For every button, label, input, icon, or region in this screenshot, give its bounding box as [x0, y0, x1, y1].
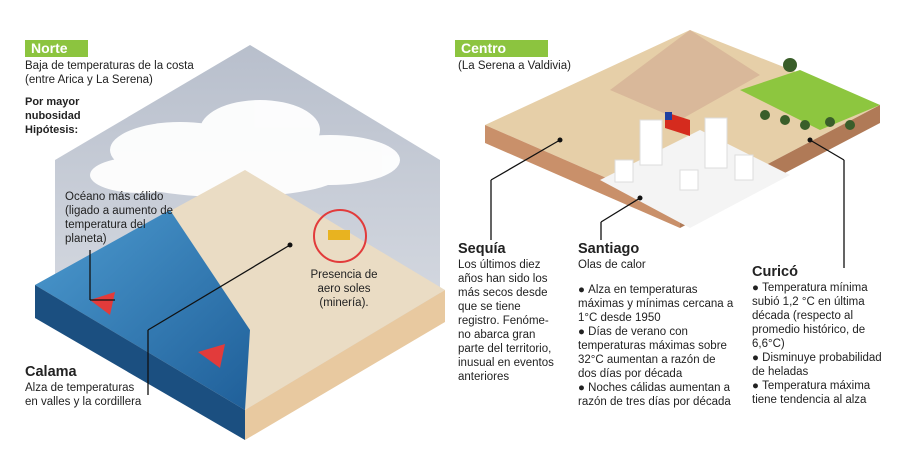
norte-subtitle: Baja de temperaturas de la costa (entre …: [25, 59, 194, 87]
centro-tag: Centro: [455, 40, 548, 57]
text-line: Santiago: [578, 241, 640, 257]
text-line: (entre Arica y La Serena): [25, 74, 153, 86]
sea-side: [35, 285, 245, 440]
curico-list: Temperatura mínima subió 1,2 °C en últim…: [752, 281, 892, 407]
text-line: Baja de temperaturas de la costa: [25, 60, 194, 72]
text-line: parte del territorio,: [458, 343, 552, 355]
sequia-section: Sequía Los últimos diez años han sido los…: [458, 241, 573, 384]
side-left: [485, 125, 680, 228]
text-line: planeta): [65, 233, 107, 245]
clouds: [90, 100, 400, 197]
mine-highlight-icon: [313, 209, 367, 263]
sea-top: [35, 210, 250, 410]
warm-arrow-icon: [198, 344, 225, 368]
curico-section: Curicó Temperatura mínima subió 1,2 °C e…: [752, 264, 892, 407]
text-line: Sequía: [458, 241, 506, 257]
trees: [760, 58, 855, 130]
grass-field: [740, 70, 880, 130]
text-line: (ligado a aumento de: [65, 205, 174, 217]
text-line: registro. Fenóme-: [458, 315, 549, 327]
list-item: Días de verano con temperaturas máximas …: [578, 325, 736, 381]
text-line: años han sido los: [458, 273, 548, 285]
text-line: Curicó: [752, 264, 798, 280]
text-line: Presencia de: [310, 269, 378, 281]
text-line: nubosidad: [25, 110, 81, 122]
list-item: Noches cálidas aumentan a razón de tres …: [578, 381, 736, 409]
text-line: inusual en eventos: [458, 357, 554, 369]
norte-hypothesis: Por mayor nubosidad Hipótesis:: [25, 95, 81, 137]
centro-subtitle: (La Serena a Valdivia): [458, 60, 571, 72]
warm-arrow-icon: [90, 292, 115, 315]
santiago-section: Santiago Olas de calor Alza en temperatu…: [578, 241, 736, 409]
list-item: Temperatura mínima subió 1,2 °C en últim…: [752, 281, 892, 351]
text-line: Alza de temperaturas: [25, 382, 135, 394]
land-side: [245, 290, 445, 440]
text-line: Por mayor: [25, 96, 80, 108]
list-item: Alza en temperaturas máximas y mínimas c…: [578, 283, 736, 325]
norte-tag: Norte: [25, 40, 88, 57]
mining-truck-icon: [328, 230, 350, 240]
list-item: Temperatura máxima tiene tendencia al al…: [752, 379, 892, 407]
aerosol-note: Presencia de aero soles (minería).: [308, 268, 380, 310]
text-line: Océano más cálido: [65, 191, 164, 203]
text-line: no abarca gran: [458, 329, 536, 341]
text-line: en valles y la cordillera: [25, 396, 142, 408]
ocean-note: Océano más cálido (ligado a aumento de tem…: [65, 190, 173, 246]
santiago-list: Alza en temperaturas máximas y mínimas c…: [578, 283, 736, 409]
text-line: más secos desde: [458, 287, 548, 299]
text-line: que se tiene: [458, 301, 521, 313]
text-line: Olas de calor: [578, 259, 646, 271]
text-line: (minería).: [319, 297, 369, 309]
norte-block: [35, 45, 445, 440]
calama-section: Calama Alza de temperaturas en valles y l…: [25, 364, 141, 409]
text-line: Calama: [25, 364, 77, 380]
mountain: [610, 30, 760, 120]
text-line: anteriores: [458, 371, 510, 383]
text-line: Hipótesis:: [25, 124, 79, 136]
text-line: Los últimos diez: [458, 259, 541, 271]
list-item: Disminuye probabilidad de heladas: [752, 351, 892, 379]
text-line: temperatura del: [65, 219, 146, 231]
text-line: aero soles: [317, 283, 371, 295]
centro-block: [485, 30, 880, 268]
